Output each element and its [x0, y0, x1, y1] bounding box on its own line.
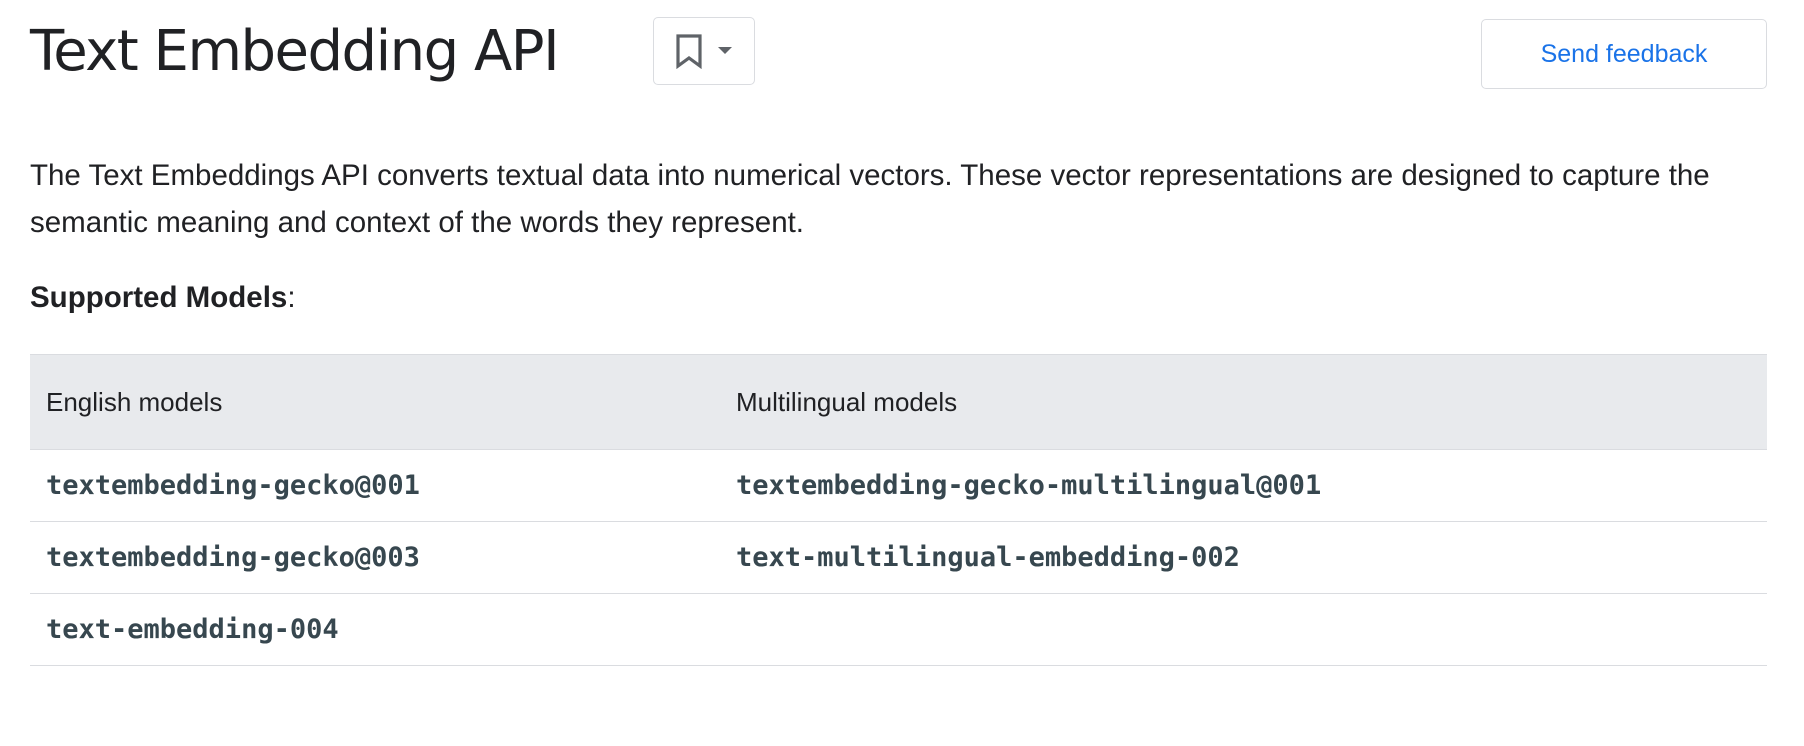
bookmark-dropdown-button[interactable]: [653, 17, 755, 85]
multilingual-model-cell: textembedding-gecko-multilingual@001: [720, 449, 1767, 522]
table-row: textembedding-gecko@001 textembedding-ge…: [30, 449, 1767, 522]
table-row: text-embedding-004: [30, 593, 1767, 666]
column-header-english: English models: [30, 354, 720, 450]
column-header-multilingual: Multilingual models: [720, 354, 1767, 450]
send-feedback-button[interactable]: Send feedback: [1481, 19, 1767, 89]
bookmark-icon: [675, 33, 703, 69]
models-table: English models Multilingual models texte…: [30, 354, 1767, 666]
supported-models-colon: :: [287, 281, 296, 314]
english-model-cell: textembedding-gecko@001: [30, 449, 720, 522]
table-row: textembedding-gecko@003 text-multilingua…: [30, 521, 1767, 594]
caret-down-icon: [717, 46, 733, 56]
table-header-row: English models Multilingual models: [30, 354, 1767, 450]
page-header: Text Embedding API Send feedback: [30, 0, 1767, 100]
english-model-cell: text-embedding-004: [30, 593, 720, 666]
page-content: Text Embedding API Send feedback The Tex…: [30, 0, 1767, 666]
english-model-cell: textembedding-gecko@003: [30, 521, 720, 594]
supported-models-heading: Supported Models:: [30, 278, 296, 318]
multilingual-model-cell: [720, 593, 1767, 666]
supported-models-label: Supported Models: [30, 281, 288, 314]
intro-paragraph: The Text Embeddings API converts textual…: [30, 159, 1710, 239]
multilingual-model-cell: text-multilingual-embedding-002: [720, 521, 1767, 594]
page-title: Text Embedding API: [30, 19, 560, 84]
